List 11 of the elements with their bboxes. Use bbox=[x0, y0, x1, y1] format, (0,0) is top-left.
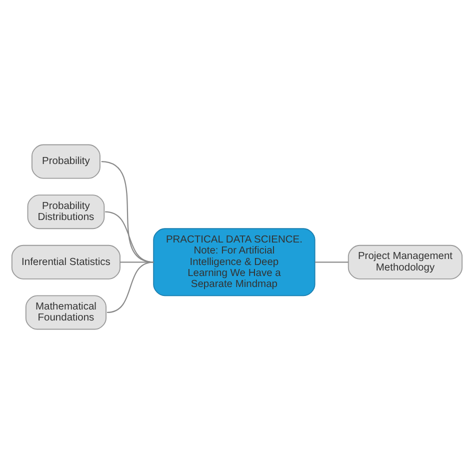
connector bbox=[101, 160, 154, 263]
node-box: Mathematical Foundations bbox=[25, 295, 107, 330]
connector bbox=[106, 262, 154, 314]
node-box: Probability Distributions bbox=[27, 194, 105, 230]
connector bbox=[120, 262, 154, 263]
connector bbox=[105, 211, 154, 263]
node-box: PRACTICAL DATA SCIENCE. Note: For Artificial Intelligence & Deep Learning We Have a Separate Mindmap bbox=[153, 228, 316, 296]
node-box: Inferential Statistics bbox=[11, 244, 120, 280]
node-box: Probability bbox=[31, 144, 100, 179]
connector bbox=[315, 262, 348, 263]
node-box: Project Management Methodology bbox=[348, 244, 463, 280]
